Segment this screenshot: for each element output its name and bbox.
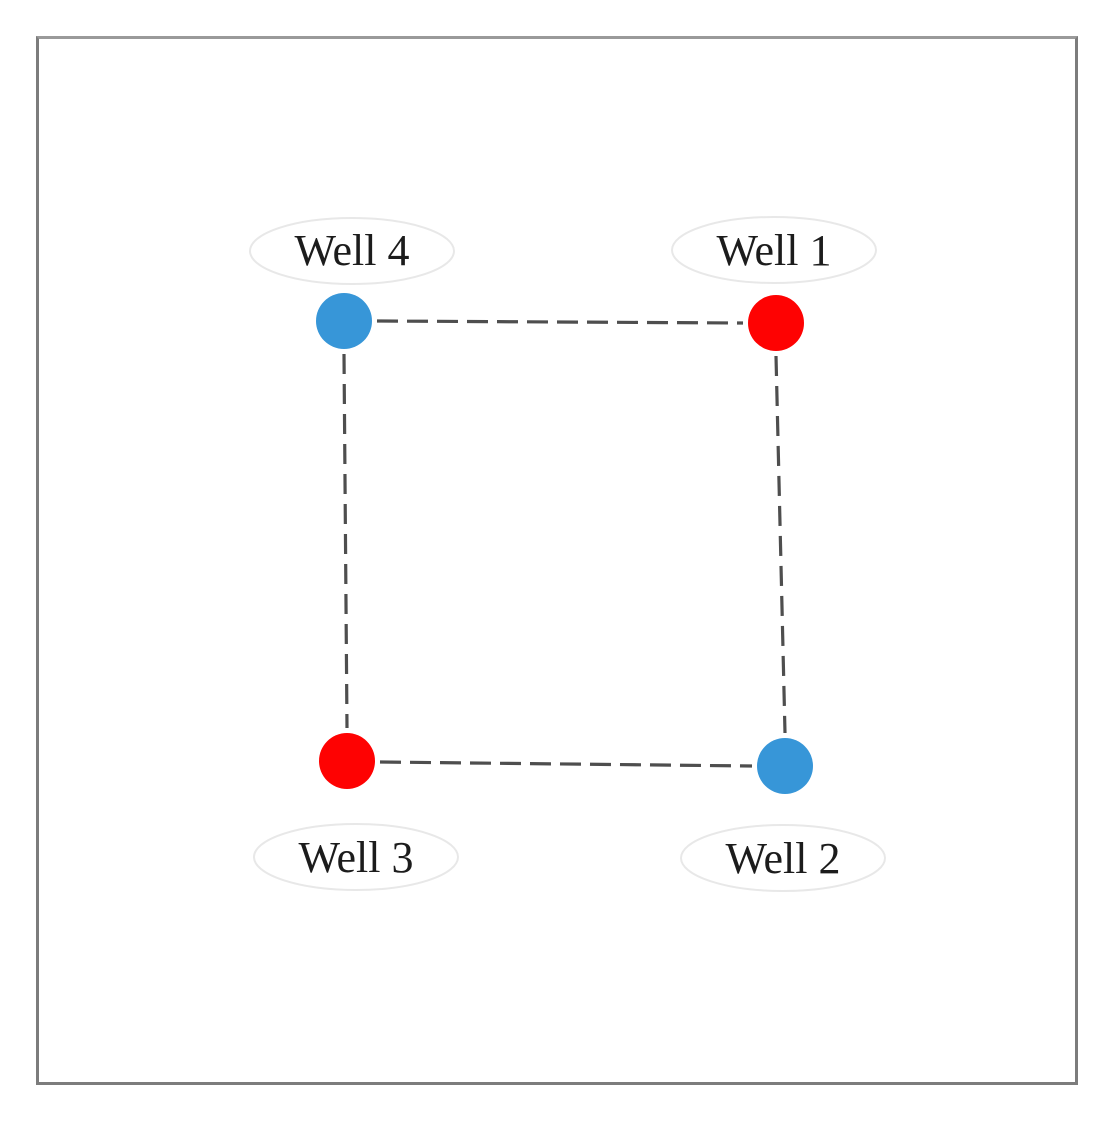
well-1-label: Well 1 — [717, 226, 832, 275]
diagram-frame: Well 4 Well 1 Well 3 Well 2 — [36, 36, 1078, 1085]
edge-well4-well3 — [342, 353, 349, 729]
well-2-label-highlight — [680, 824, 886, 892]
well-1-marker — [748, 295, 804, 351]
well-3-label-highlight — [253, 823, 459, 891]
well-4-label: Well 4 — [295, 226, 410, 275]
well-2-marker — [757, 738, 813, 794]
well-4-label-highlight — [249, 217, 455, 285]
well-layout-diagram: Well 4 Well 1 Well 3 Well 2 — [249, 216, 886, 892]
well-3-label: Well 3 — [299, 833, 414, 882]
edge-well1-well2 — [774, 355, 787, 734]
edge-well4-well1 — [376, 319, 744, 325]
well-4-marker — [316, 293, 372, 349]
well-2-label: Well 2 — [726, 834, 841, 883]
well-1-label-highlight — [671, 216, 877, 284]
edge-well3-well2 — [379, 760, 753, 768]
well-3-marker — [319, 733, 375, 789]
